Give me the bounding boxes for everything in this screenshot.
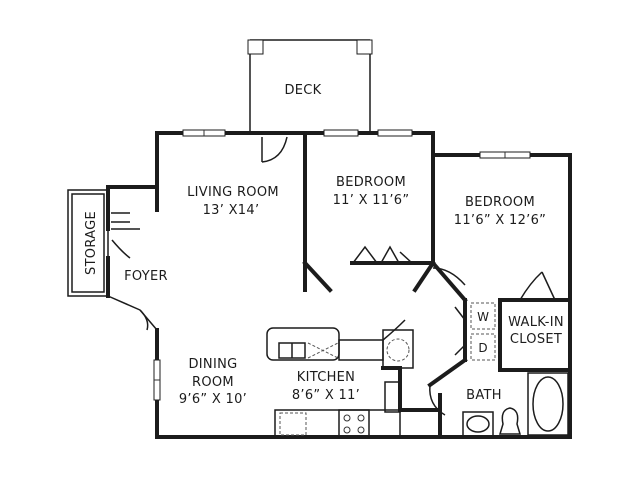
walk-in-closet-label-line2: CLOSET (510, 332, 562, 347)
storage-label: STORAGE (84, 211, 99, 275)
bedroom1-size: 11’ X 11’6” (333, 193, 410, 208)
interior-walls (302, 260, 572, 439)
dining-room-label-line2: ROOM (192, 375, 234, 390)
dining-room-label: DINING (188, 357, 237, 372)
bedroom1-label: BEDROOM (336, 175, 406, 190)
walk-in-closet-label: WALK-IN (508, 315, 564, 330)
deck (247, 39, 373, 133)
washer-label: W (477, 310, 489, 324)
kitchen-fixtures (266, 327, 414, 438)
bedroom2-size: 11’6” X 12’6” (454, 213, 546, 228)
dryer-label: D (478, 341, 487, 355)
bath-fixtures (462, 372, 569, 438)
bedroom2-label: BEDROOM (465, 195, 535, 210)
windows (153, 129, 531, 401)
foyer-label: FOYER (124, 269, 168, 284)
laundry (470, 302, 496, 361)
bath-label: BATH (466, 388, 502, 403)
living-room-label: LIVING ROOM (187, 185, 279, 200)
storage-closet (67, 185, 110, 298)
living-room-size: 13’ X14’ (203, 203, 260, 218)
dining-room-size: 9’6” X 10’ (179, 392, 247, 407)
deck-label: DECK (284, 83, 321, 98)
kitchen-size: 8’6” X 11’ (292, 388, 360, 403)
kitchen-label: KITCHEN (297, 370, 355, 385)
